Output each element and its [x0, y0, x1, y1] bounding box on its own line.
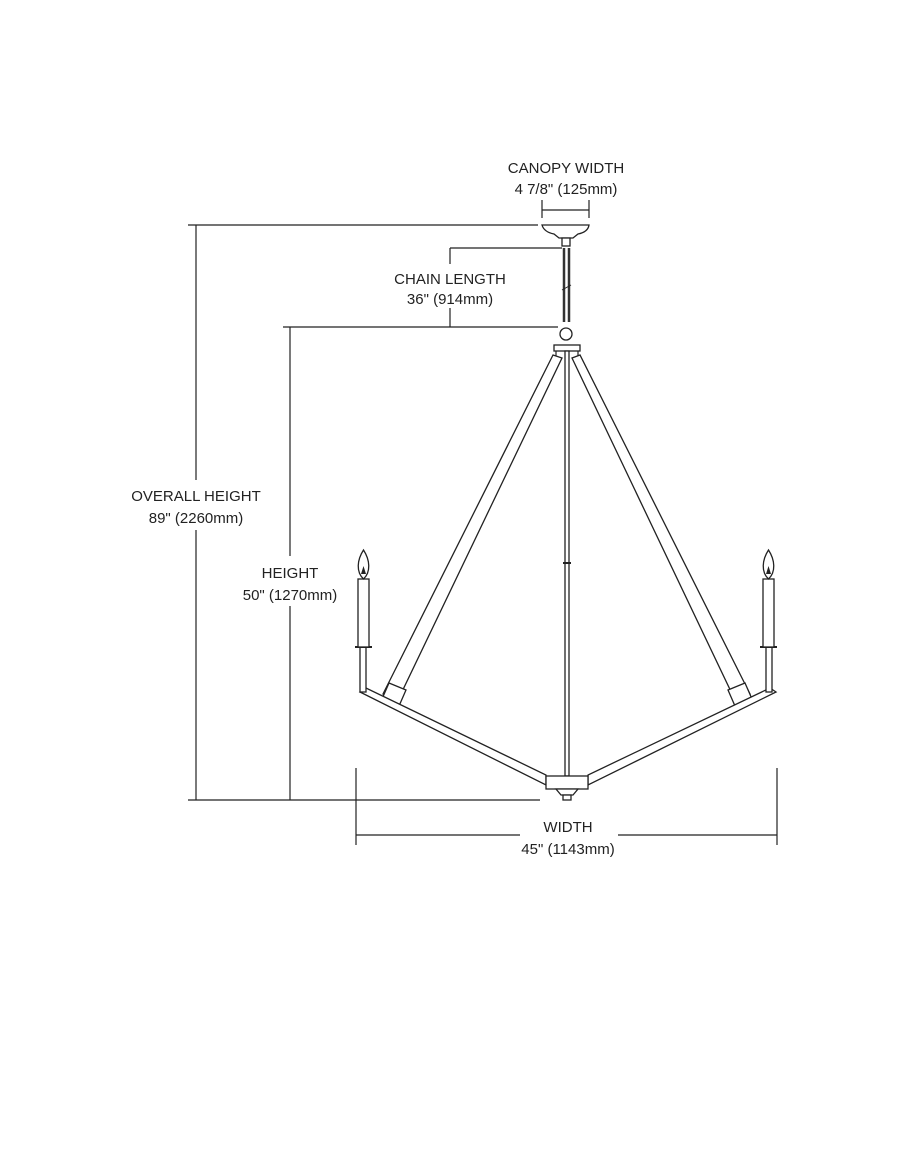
overall-height-value: 89" (2260mm) — [149, 510, 244, 527]
chandelier-drawing — [355, 224, 778, 801]
canopy-width-label: CANOPY WIDTH — [508, 160, 624, 177]
height-value: 50" (1270mm) — [243, 587, 338, 604]
height-label: HEIGHT — [262, 565, 319, 582]
chain-length-value: 36" (914mm) — [407, 291, 493, 308]
loop-ring — [559, 327, 573, 341]
top-hub — [553, 344, 581, 352]
left-candle — [355, 548, 372, 693]
canopy-width-value: 4 7/8" (125mm) — [515, 181, 618, 198]
width-value: 45" (1143mm) — [521, 841, 614, 858]
overall-height-dimension: OVERALL HEIGHT 89" (2260mm) — [131, 224, 540, 801]
left-bottom-arm — [358, 687, 547, 787]
chain-length-label: CHAIN LENGTH — [394, 271, 506, 288]
canopy-width-dimension: CANOPY WIDTH 4 7/8" (125mm) — [508, 160, 624, 218]
right-candle — [760, 548, 777, 693]
canopy — [541, 224, 590, 239]
overall-height-label: OVERALL HEIGHT — [131, 488, 260, 505]
right-diagonal-arm — [571, 354, 751, 701]
left-diagonal-arm — [382, 354, 563, 701]
width-dimension: WIDTH 45" (1143mm) — [355, 768, 778, 858]
chain — [561, 248, 572, 322]
height-dimension: HEIGHT 50" (1270mm) — [243, 327, 338, 800]
chain-length-dimension: CHAIN LENGTH 36" (914mm) — [283, 247, 562, 328]
width-label: WIDTH — [543, 819, 592, 836]
right-bottom-arm — [587, 687, 778, 787]
bottom-hub — [545, 775, 589, 790]
